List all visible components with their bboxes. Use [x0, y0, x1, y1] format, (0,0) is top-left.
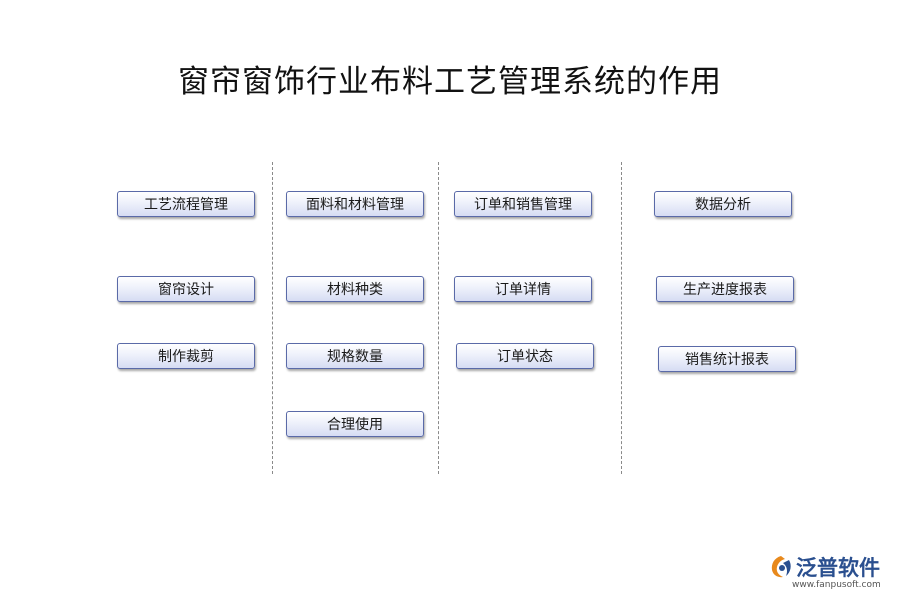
- column-divider-2: [438, 162, 439, 474]
- logo-name: 泛普软件: [796, 556, 880, 580]
- node-sales-statistics-report: 销售统计报表: [658, 346, 796, 372]
- node-spec-quantity: 规格数量: [286, 343, 424, 369]
- node-order-status: 订单状态: [456, 343, 594, 369]
- page-title: 窗帘窗饰行业布料工艺管理系统的作用: [178, 64, 722, 100]
- node-data-analysis: 数据分析: [654, 191, 792, 217]
- fanpu-logo-icon: [771, 556, 791, 578]
- node-cutting: 制作裁剪: [117, 343, 255, 369]
- brand-logo: 泛普软件 www.fanpusoft.com: [768, 552, 892, 594]
- node-order-sales-management: 订单和销售管理: [454, 191, 592, 217]
- node-curtain-design: 窗帘设计: [117, 276, 255, 302]
- node-production-progress-report: 生产进度报表: [656, 276, 794, 302]
- node-rational-use: 合理使用: [286, 411, 424, 437]
- column-divider-1: [272, 162, 273, 474]
- node-material-types: 材料种类: [286, 276, 424, 302]
- node-process-management: 工艺流程管理: [117, 191, 255, 217]
- node-order-details: 订单详情: [454, 276, 592, 302]
- column-divider-3: [621, 162, 622, 474]
- logo-url: www.fanpusoft.com: [792, 580, 881, 590]
- node-fabric-material-management: 面料和材料管理: [286, 191, 424, 217]
